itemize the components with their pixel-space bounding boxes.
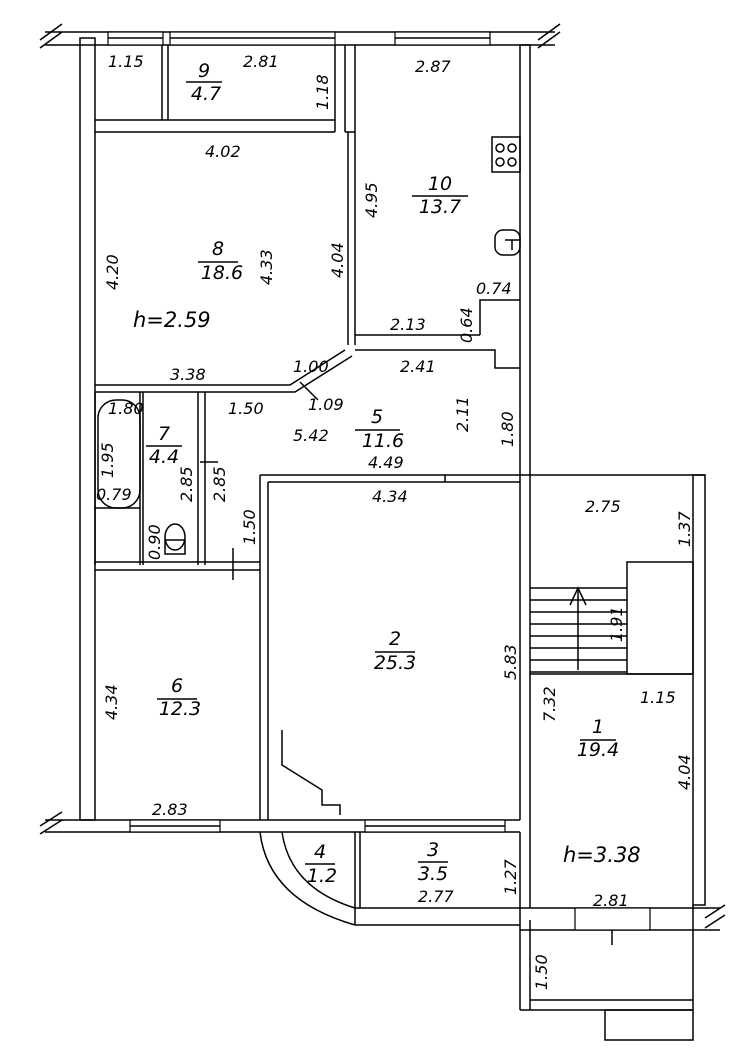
room-area: 1.2: [307, 865, 337, 887]
dimension-label: 7.32: [540, 686, 559, 722]
room-number: 5: [371, 406, 383, 428]
room-area: 3.5: [418, 863, 448, 885]
dimension-label: 3.38: [170, 365, 206, 384]
dimension-label: 1.95: [98, 442, 117, 478]
windows: [107, 31, 651, 931]
dimension-label: 2.81: [243, 52, 279, 71]
dimension-label: 2.81: [593, 891, 629, 910]
dimension-label: 2.41: [400, 357, 436, 376]
dimension-label: 1.50: [532, 954, 551, 990]
room-area: 25.3: [374, 652, 416, 674]
dimension-label: 0.64: [457, 307, 476, 343]
dimension-label: 1.80: [108, 399, 144, 418]
room-number: 4: [314, 841, 326, 863]
dimension-label: 1.91: [607, 606, 626, 642]
room-area: 4.4: [149, 446, 179, 468]
dimension-label: 4.34: [372, 487, 408, 506]
dimension-label: 4.33: [257, 249, 276, 285]
room-number: 2: [389, 628, 401, 650]
room-number: 8: [212, 238, 224, 260]
dimension-label: 0.90: [145, 524, 164, 560]
room-area: 13.7: [419, 196, 461, 218]
room-labels: 1 19.4 2 25.3 3 3.5 4 1.2 5 11.6 6 12.3 …: [146, 60, 619, 887]
room-number: 1: [592, 716, 604, 738]
dimension-label: 2.13: [390, 315, 426, 334]
room-number: 10: [428, 173, 452, 195]
room-number: 6: [171, 675, 183, 697]
ceiling-height-label: h=2.59: [133, 308, 211, 332]
room-area: 19.4: [577, 739, 619, 761]
dimension-label: 1.18: [313, 74, 332, 110]
dimension-label: 4.20: [103, 254, 122, 290]
interior-walls: [94, 45, 694, 908]
dimension-label: 0.74: [476, 279, 512, 298]
dimension-label: 2.87: [415, 57, 451, 76]
dimension-label: 1.15: [108, 52, 144, 71]
room-area: 12.3: [159, 698, 201, 720]
dimension-label: 4.04: [328, 242, 347, 278]
dimension-label: 4.04: [675, 754, 694, 790]
vertical-dimension-labels: 1.18 4.95 4.20 4.33 4.04 0.64 2.11 1.80 …: [98, 74, 694, 990]
dimension-label: 1.50: [228, 399, 264, 418]
dimension-label: 1.00: [293, 357, 329, 376]
dimension-label: 4.49: [368, 453, 404, 472]
ceiling-height-label: h=3.38: [563, 843, 641, 867]
dimension-labels: 1.15 2.81 2.87 4.02 2.13 0.74 3.38 1.00 …: [96, 52, 676, 910]
dimension-label: 2.85: [210, 466, 229, 502]
dimension-label: 1.15: [640, 688, 676, 707]
dimension-label: 2.11: [453, 396, 472, 432]
dimension-label: 5.83: [501, 644, 520, 680]
dimension-label: 4.95: [362, 182, 381, 218]
dimension-label: 4.34: [102, 684, 121, 720]
dimension-label: 1.80: [498, 411, 517, 447]
room-number: 9: [198, 60, 210, 82]
dimension-label: 0.79: [96, 485, 132, 504]
dimension-label: 1.09: [308, 395, 344, 414]
dimension-label: 2.85: [177, 466, 196, 502]
dimension-label: 1.27: [501, 859, 520, 895]
room-number: 3: [427, 839, 439, 861]
dimension-label: 1.37: [675, 511, 694, 547]
dimension-label: 5.42: [293, 426, 329, 445]
dimension-label: 2.77: [418, 887, 454, 906]
room-area: 4.7: [191, 83, 221, 105]
room-area: 11.6: [362, 430, 404, 452]
room-number: 7: [158, 423, 170, 445]
dimension-label: 2.83: [152, 800, 188, 819]
dimension-label: 4.02: [205, 142, 241, 161]
dimension-label: 2.75: [585, 497, 621, 516]
dimension-label: 1.50: [240, 509, 259, 545]
room-area: 18.6: [201, 262, 243, 284]
